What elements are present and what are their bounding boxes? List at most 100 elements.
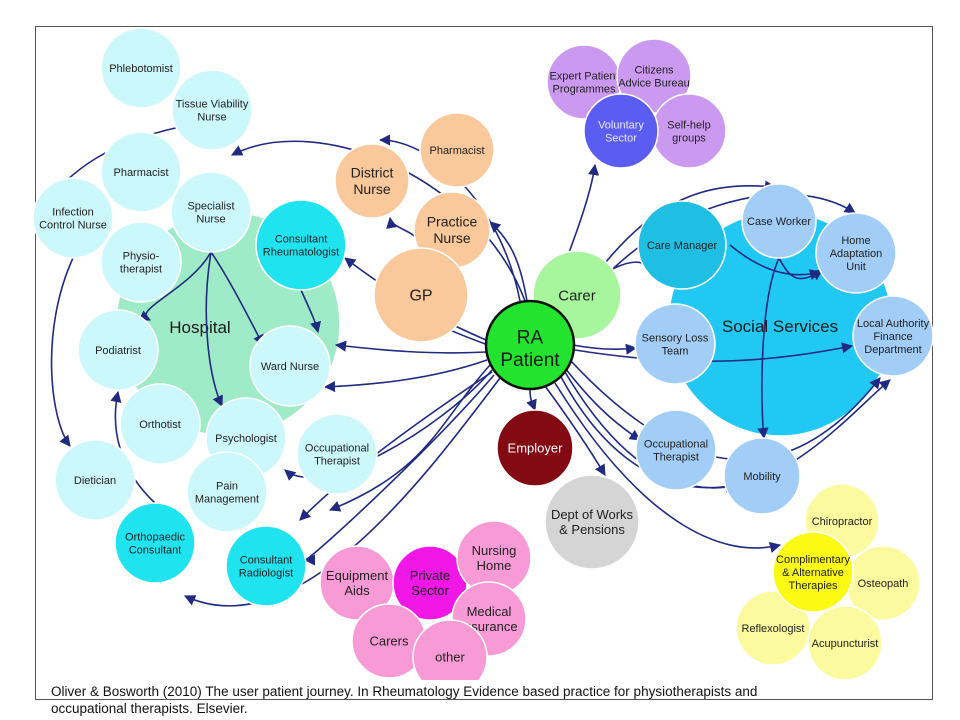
node-label: Therapist <box>653 451 699 463</box>
node-label: Psychologist <box>215 433 277 445</box>
node-employer: Employer <box>496 409 574 487</box>
node-ward-nurse: Ward Nurse <box>249 325 331 407</box>
connector-arrow-34 <box>729 244 822 281</box>
diagram-frame <box>35 26 933 700</box>
node-label: Dietician <box>74 475 116 487</box>
node-circle <box>635 409 717 491</box>
node-label: GP <box>409 288 432 305</box>
connector-arrow-27 <box>138 251 212 321</box>
node-label: Care Manager <box>647 240 718 252</box>
connector-arrow-24 <box>574 342 854 363</box>
node-label: & Pensions <box>559 522 625 537</box>
node-label: Phlebotomist <box>109 63 173 75</box>
node-label: Pain <box>216 480 238 492</box>
node-label: RA <box>517 327 544 348</box>
node-other: other <box>412 619 488 680</box>
node-label: Home <box>841 235 870 247</box>
node-label: Acupuncturist <box>812 638 879 650</box>
node-label: Management <box>195 493 259 505</box>
node-label: Infection <box>52 206 94 218</box>
node-label: Osteopath <box>858 578 909 590</box>
node-case-worker: Case Worker <box>741 183 817 259</box>
node-label: Occupational <box>644 438 708 450</box>
node-label: Department <box>864 344 921 356</box>
node-label: District <box>351 165 394 181</box>
connector-arrow-6 <box>334 340 487 354</box>
node-label: Social Services <box>722 317 838 336</box>
node-label: Local Authority <box>857 318 930 330</box>
connector-arrow-8 <box>299 371 493 521</box>
node-label: Control Nurse <box>39 219 107 231</box>
connector-arrow-29 <box>300 289 321 334</box>
node-label: Home <box>477 558 512 573</box>
node-label: other <box>435 650 465 665</box>
connector-arrow-3 <box>489 221 528 302</box>
node-label: Chiropractor <box>812 516 873 528</box>
node-physiotherapist: Physio-therapist <box>100 221 182 303</box>
node-label: Consultant <box>275 233 328 245</box>
node-label: Nurse <box>197 111 226 123</box>
node-circle <box>119 383 201 465</box>
node-circle <box>583 93 659 169</box>
node-circle <box>171 69 253 151</box>
node-label: Sector <box>605 132 637 144</box>
node-circle <box>100 221 182 303</box>
node-label: Tissue Viability <box>176 98 249 110</box>
node-label: Voluntary <box>598 119 644 131</box>
citation-line-2: occupational therapists. Elsevier. <box>51 701 248 716</box>
node-circle <box>334 143 410 219</box>
node-label: Equipment <box>326 568 389 583</box>
node-label: Employer <box>508 441 564 456</box>
node-circle <box>496 409 574 487</box>
node-carers: Carers <box>351 603 427 679</box>
node-label: Finance <box>873 331 912 343</box>
node-label: Occupational <box>305 442 369 454</box>
node-label: Patient <box>500 350 560 371</box>
node-circle <box>637 200 727 290</box>
node-circle <box>373 247 469 343</box>
node-circle <box>484 299 576 391</box>
node-podiatrist: Podiatrist <box>77 309 159 391</box>
node-label: Nurse <box>196 213 225 225</box>
node-reflexologist: Reflexologist <box>735 590 811 666</box>
node-orthotist: Orthotist <box>119 383 201 465</box>
node-circle <box>807 605 883 680</box>
node-circle <box>723 437 801 515</box>
connector-arrow-28 <box>205 251 223 408</box>
node-label: Team <box>662 345 689 357</box>
node-label: Sensory Loss <box>642 332 709 344</box>
node-label: Case Worker <box>747 216 811 228</box>
node-dwp: Dept of Works& Pensions <box>544 474 640 570</box>
node-circle <box>32 177 114 259</box>
connector-arrow-13 <box>526 388 537 412</box>
node-label: Practice <box>427 214 478 230</box>
node-label: Adaptation <box>830 248 883 260</box>
node-label: Private <box>410 568 450 583</box>
node-gp: GP <box>373 247 469 343</box>
connector-arrow-19 <box>572 343 638 355</box>
connector-arrow-10 <box>284 369 493 481</box>
connector-arrow-33 <box>757 257 780 440</box>
node-label: Rheumatologist <box>263 246 339 258</box>
connector-arrow-7 <box>323 359 488 393</box>
node-label: Sector <box>411 583 449 598</box>
connector-arrow-31 <box>50 257 74 447</box>
